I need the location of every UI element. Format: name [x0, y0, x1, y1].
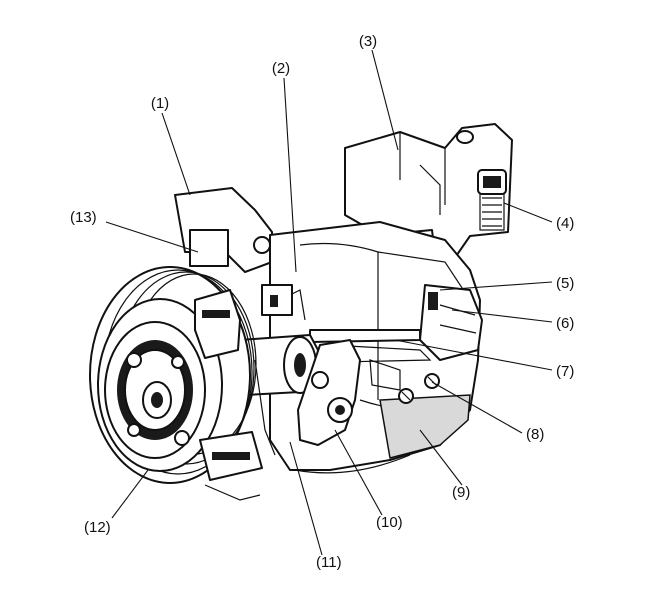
- valve-plate-area: [309, 284, 483, 404]
- callout-3: (3): [359, 33, 377, 50]
- callout-labels: (1) (2) (3) (4) (5) (6) (7) (8) (9) (10)…: [70, 33, 574, 571]
- callout-1: (1): [151, 95, 169, 112]
- callout-11: (11): [316, 554, 342, 571]
- shaft-swash-assembly: [239, 284, 361, 456]
- leader-lines: [105, 49, 553, 556]
- callout-5: (5): [556, 275, 574, 292]
- callout-13: (13): [70, 209, 97, 226]
- callout-9: (9): [452, 484, 470, 501]
- callout-2: (2): [272, 60, 290, 77]
- callout-8: (8): [526, 426, 544, 443]
- pulley-clutch-assembly: [89, 266, 263, 501]
- front-mounting-bracket: [174, 187, 273, 273]
- callout-7: (7): [556, 363, 574, 380]
- pressure-relief-valve: [477, 169, 507, 231]
- callout-6: (6): [556, 315, 574, 332]
- callout-4: (4): [556, 215, 574, 232]
- callout-10: (10): [376, 514, 403, 531]
- callout-12: (12): [84, 519, 111, 536]
